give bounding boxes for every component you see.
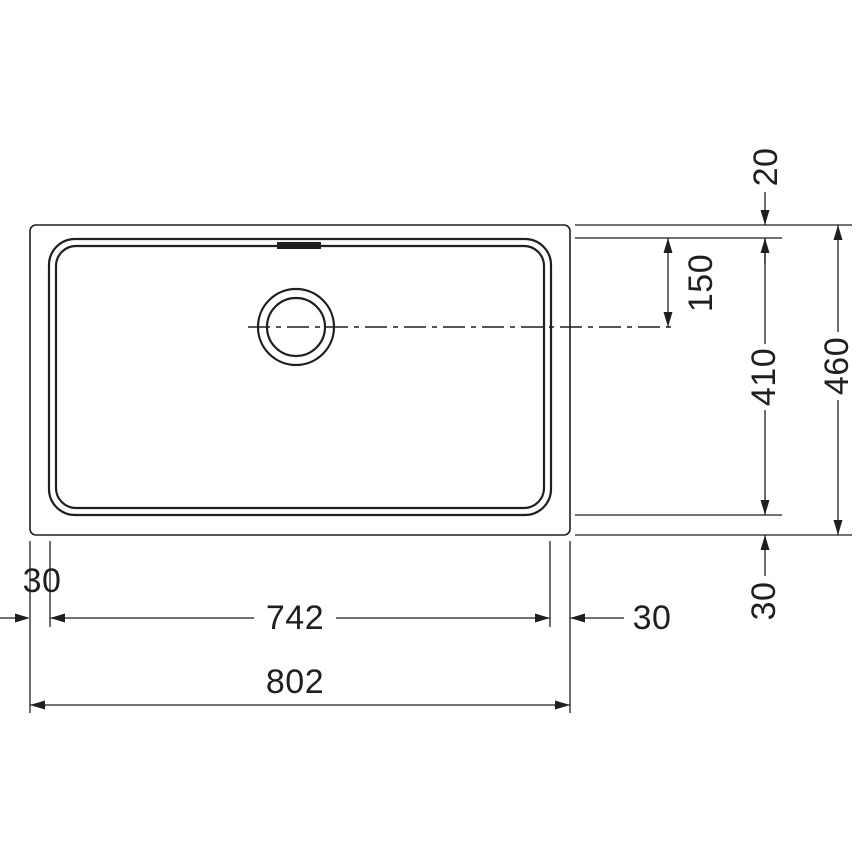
- dimension-arrowheads: [15, 210, 843, 710]
- extension-lines: [29, 224, 852, 713]
- dim-label-margin-bottom: 30: [745, 582, 783, 621]
- dim-label-margin-top: 20: [747, 148, 785, 187]
- arrow-742-left: [50, 613, 65, 623]
- dim-label-bowl-width: 742: [266, 599, 324, 637]
- arrow-150-top: [663, 238, 673, 253]
- arrow-460-bottom: [833, 520, 843, 535]
- dim-label-overall-depth: 460: [818, 337, 856, 395]
- bowl-outer-rim: [47, 237, 553, 517]
- dim-label-bowl-depth: 410: [745, 348, 783, 406]
- arrow-802-right: [555, 700, 570, 710]
- dim-label-margin-right: 30: [633, 599, 672, 637]
- overflow-mark: [277, 242, 321, 249]
- arrow-20-bottom: [760, 238, 770, 253]
- arrow-460-top: [833, 225, 843, 240]
- arrow-150-bottom: [663, 312, 673, 327]
- dim-label-margin-left: 30: [23, 562, 62, 600]
- sink-outer-rect: [29, 224, 571, 536]
- bowl-inner-rim: [54, 244, 546, 510]
- arrow-410-bottom: [760, 500, 770, 515]
- dim-label-overall-width: 802: [266, 663, 324, 701]
- arrow-742-right: [535, 613, 550, 623]
- sink-outer-edge: [29, 224, 571, 536]
- arrow-30-right-in: [570, 613, 585, 623]
- arrow-802-left: [30, 700, 45, 710]
- arrow-30-left-in: [15, 613, 30, 623]
- dim-label-drain-offset: 150: [682, 254, 720, 312]
- arrow-20-top: [760, 210, 770, 225]
- arrow-30-bottom: [760, 535, 770, 550]
- sink-bowl: [47, 237, 553, 517]
